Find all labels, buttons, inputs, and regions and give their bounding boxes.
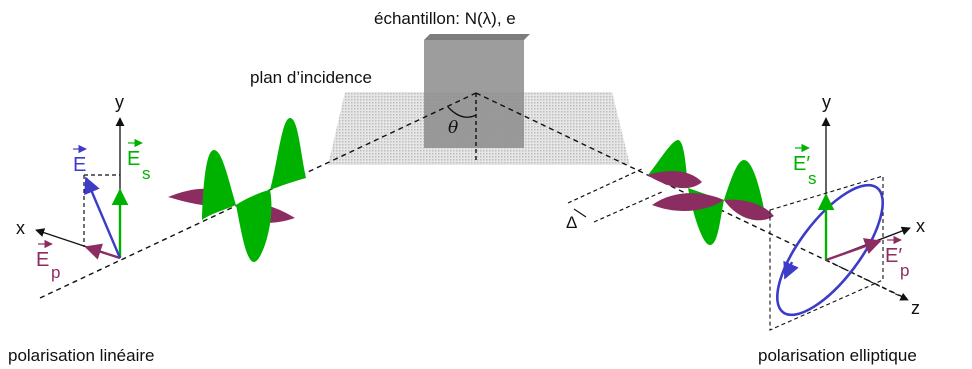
ep-prime-vector — [825, 238, 882, 262]
left-frame — [35, 117, 129, 260]
left-y-axis-label: y — [115, 92, 124, 112]
svg-text:p: p — [900, 261, 909, 280]
reflected-wave — [647, 140, 774, 245]
polarization-ellipse — [775, 183, 885, 317]
sample-label: échantillon: N(λ), e — [374, 9, 516, 28]
delta-label: Δ — [566, 213, 577, 232]
right-y-axis-label: y — [822, 92, 831, 112]
angle-label: θ — [448, 118, 458, 138]
svg-text:E: E — [127, 148, 140, 170]
ep-vector — [84, 243, 121, 260]
phase-shift-marker — [567, 167, 665, 223]
left-x-axis-label: x — [16, 218, 25, 238]
linear-polarization-label: polarisation linéaire — [8, 346, 154, 365]
right-ep-label: E′ p — [885, 235, 909, 280]
svg-text:E: E — [36, 249, 49, 271]
ellipse-plane — [769, 175, 884, 331]
svg-text:E: E — [73, 154, 86, 176]
svg-text:E′: E′ — [885, 245, 902, 267]
right-es-label: E′ s — [793, 143, 817, 188]
angle-arc — [447, 106, 477, 118]
right-frame — [769, 117, 911, 331]
ellipse-direction-arrow — [783, 260, 799, 280]
svg-text:p: p — [51, 263, 60, 282]
left-e-label: E — [73, 144, 87, 176]
right-z-axis-label: z — [911, 298, 920, 318]
incidence-plane-label: plan d’incidence — [250, 68, 372, 87]
e-total-vector — [84, 176, 122, 259]
right-x-axis-label: x — [916, 216, 925, 236]
elliptic-polarization-label: polarisation elliptique — [758, 346, 917, 365]
left-ep-label: E p — [36, 239, 60, 282]
incident-wave — [168, 118, 306, 262]
svg-text:s: s — [808, 169, 817, 188]
svg-text:E′: E′ — [793, 153, 810, 175]
left-es-label: E s — [127, 138, 151, 183]
svg-text:s: s — [142, 164, 151, 183]
sample-block — [424, 34, 530, 148]
